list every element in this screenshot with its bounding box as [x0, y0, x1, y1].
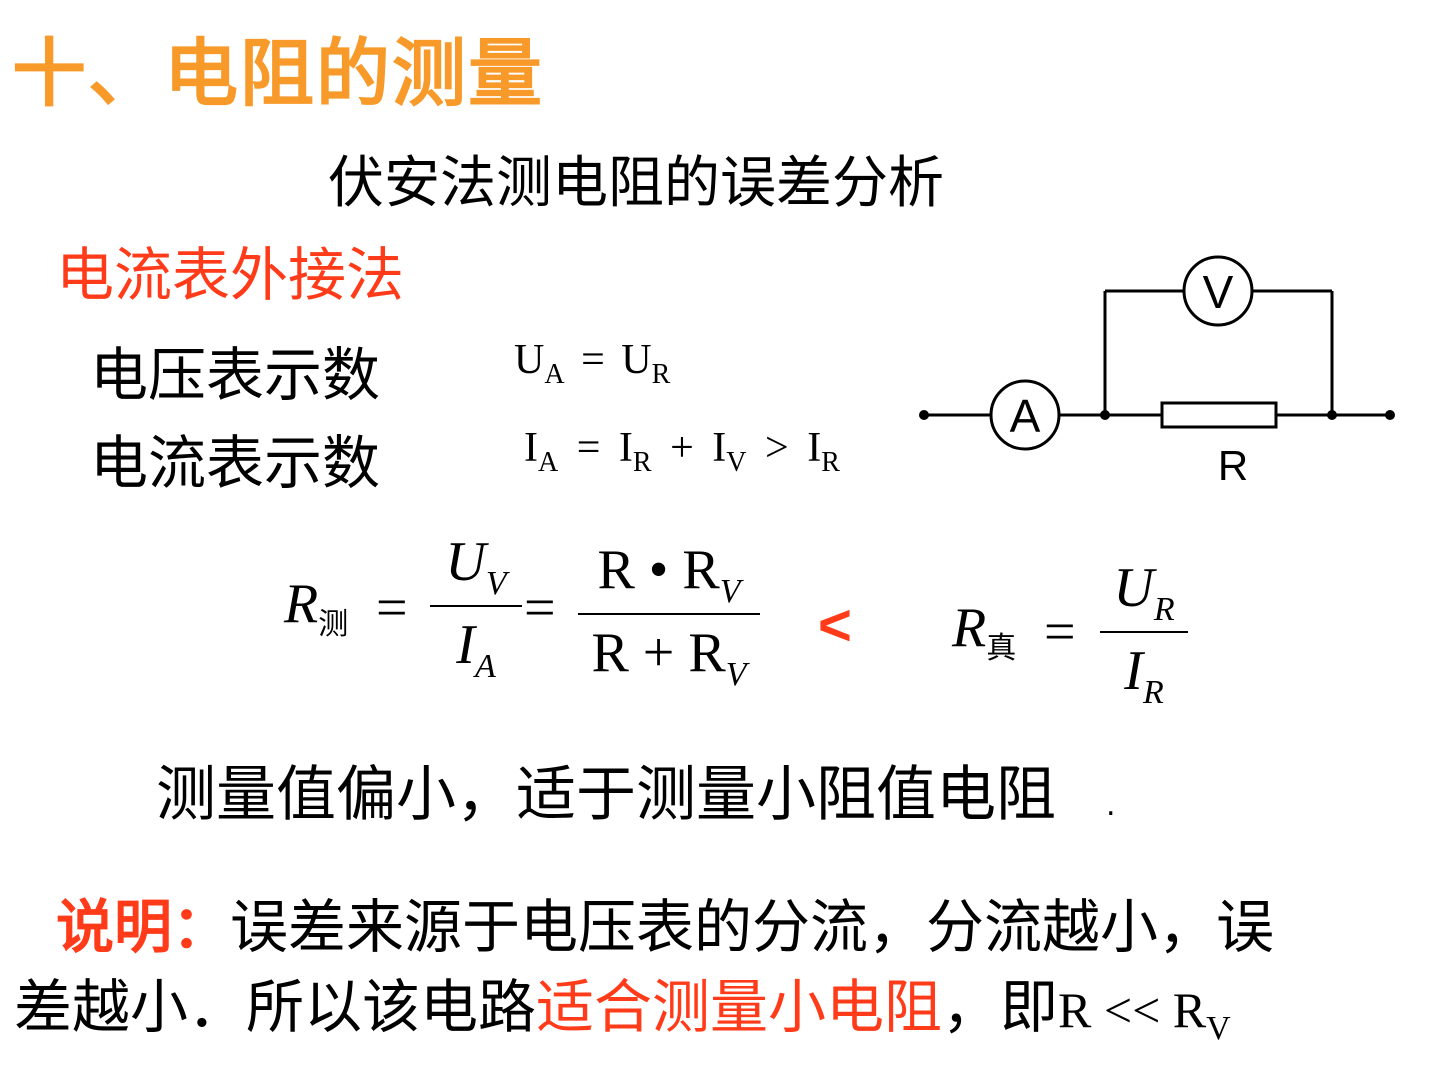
- resistor-symbol: [1160, 401, 1278, 429]
- r-true-lhs: R真: [952, 597, 1017, 666]
- conclusion-text: 测量值偏小，适于测量小阻值电阻.: [156, 760, 1116, 830]
- voltmeter-label: V: [1203, 266, 1234, 318]
- method-heading: 电流表外接法: [56, 241, 405, 309]
- voltage-equation: UA = UR: [514, 337, 671, 390]
- r-true-equals: =: [1044, 601, 1076, 663]
- fraction-ur-over-ir: UR IR: [1100, 556, 1188, 712]
- junction-right: [1327, 410, 1337, 420]
- ammeter-label: A: [1010, 390, 1041, 442]
- note-line-1: 说明：误差来源于电压表的分流，分流越小，误: [56, 893, 1275, 961]
- note-label: 说明：: [56, 893, 231, 961]
- terminal-left: [919, 410, 929, 420]
- junction-left: [1100, 410, 1110, 420]
- voltmeter-reading-label: 电压表示数: [90, 341, 381, 409]
- circuit-diagram: A V R: [919, 255, 1395, 489]
- slide-title: 十、电阻的测量: [12, 31, 544, 117]
- r-measured-equals-2: =: [524, 577, 556, 639]
- subtitle: 伏安法测电阻的误差分析: [328, 151, 944, 216]
- note-line-2: 差越小．所以该电路适合测量小电阻，即R << RV: [14, 973, 1231, 1047]
- r-measured-equals: =: [376, 577, 408, 639]
- terminal-right: [1385, 410, 1395, 420]
- ammeter-reading-label: 电流表示数: [90, 429, 381, 497]
- current-equation: IA = IR + IV > IR: [524, 425, 840, 478]
- r-measured-lhs: R测: [284, 573, 349, 642]
- fraction-uv-over-ia: UV IA: [430, 530, 522, 686]
- note-condition: R << RV: [1058, 982, 1231, 1047]
- fraction-parallel-resistance: R • RV R + RV: [578, 538, 760, 694]
- note-highlight: 适合测量小电阻: [536, 973, 943, 1041]
- comparison-symbol: <: [818, 593, 852, 658]
- resistor-label: R: [1218, 442, 1248, 489]
